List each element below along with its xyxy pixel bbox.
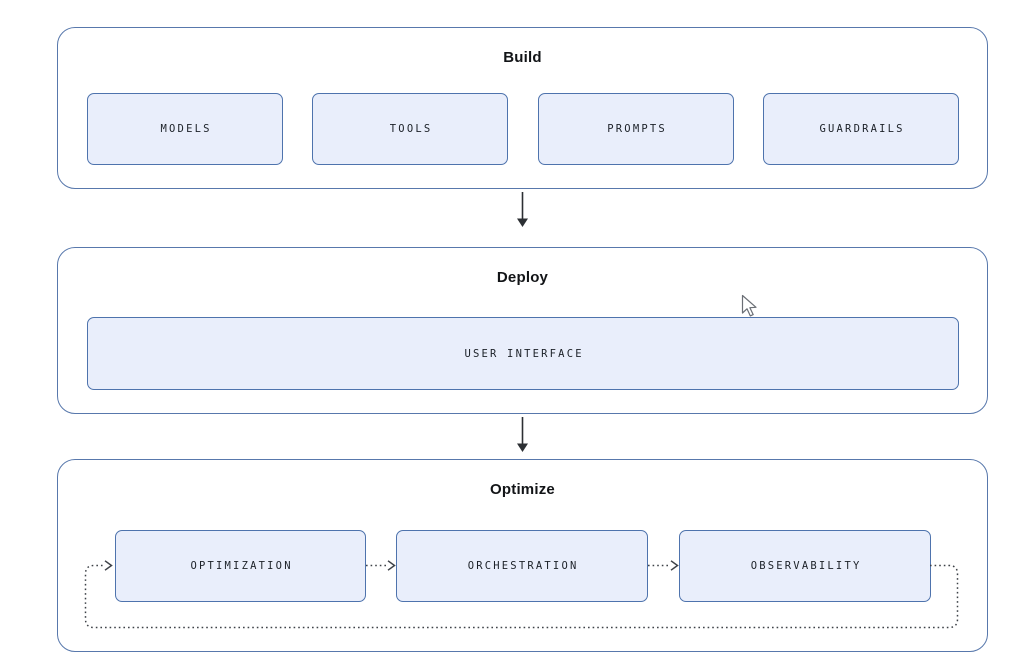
node-user-interface: USER INTERFACE [87,317,959,390]
deploy-section-title: Deploy [496,269,549,286]
build-section-title: Build [503,49,542,66]
arrow-deploy-to-optimize [517,417,528,452]
node-models: MODELS [87,93,283,165]
node-orchestration: ORCHESTRATION [396,530,648,602]
node-optimization: OPTIMIZATION [115,530,366,602]
arrow-build-to-deploy [517,192,528,227]
optimize-section-title: Optimize [490,481,555,498]
build-section: Build MODELS TOOLS PROMPTS GUARDRAILS [57,27,988,189]
optimize-section: Optimize OPTIMIZATION ORCHESTRATION OBSE… [57,459,988,652]
node-observability: OBSERVABILITY [679,530,931,602]
deploy-section: Deploy USER INTERFACE [57,247,988,414]
node-prompts: PROMPTS [538,93,734,165]
node-tools: TOOLS [312,93,508,165]
node-guardrails: GUARDRAILS [763,93,959,165]
